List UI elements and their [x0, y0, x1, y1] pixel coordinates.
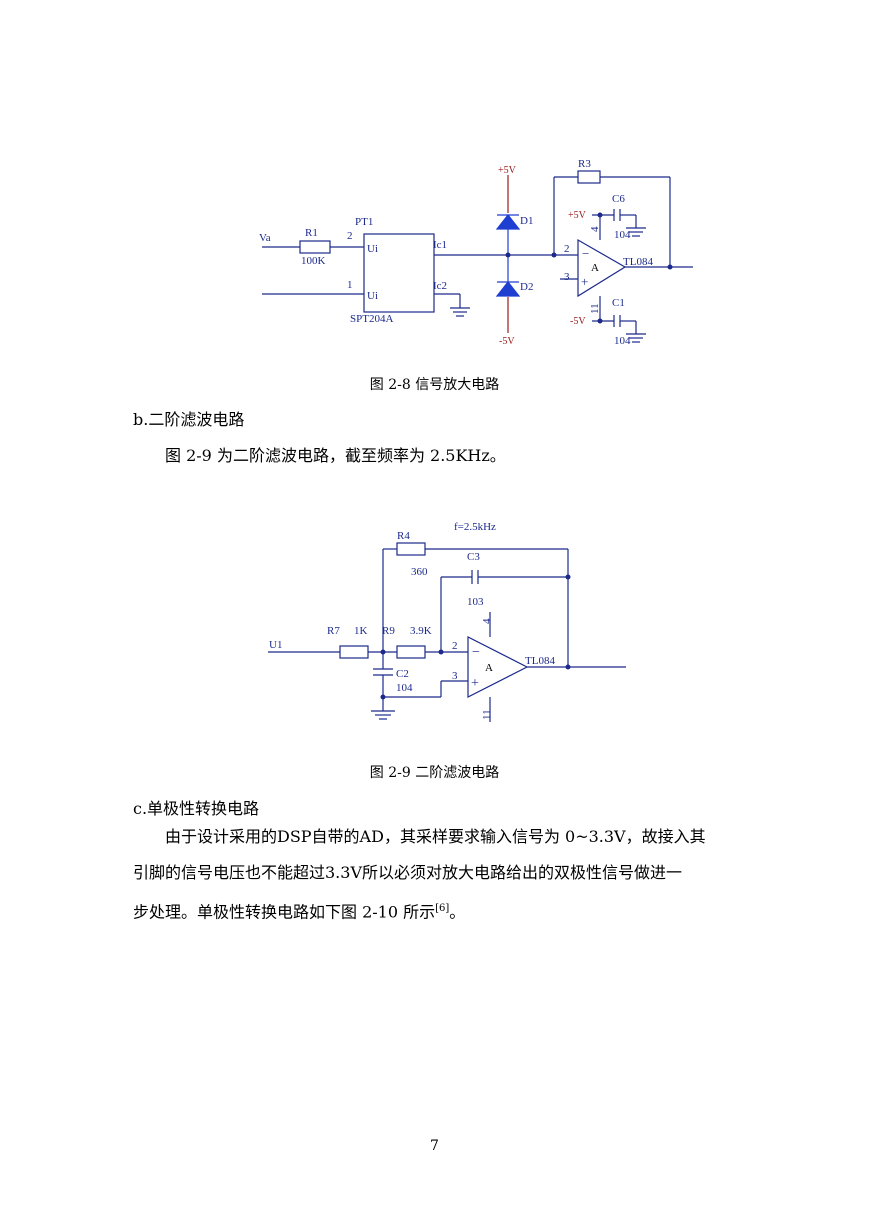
label-d2: D2	[520, 281, 533, 293]
chip-spt204a	[363, 233, 435, 313]
label-op-pin2: 2	[564, 243, 570, 255]
resistor-r7	[339, 645, 369, 659]
figure-2-8-caption: 图 2-8 信号放大电路	[369, 377, 500, 393]
section-c-line-3: 步处理。单极性转换电路如下图 2-10 所示[6]。	[133, 893, 465, 928]
label-op-minus: −	[472, 645, 480, 660]
section-c-line-2: 引脚的信号电压也不能超过3.3V所以必须对放大电路给出的双极性信号做进一	[133, 863, 683, 882]
diode-d1	[495, 214, 521, 255]
label-r1: R1	[305, 227, 318, 239]
label-c2: C2	[396, 668, 409, 680]
label-r3: R3	[578, 158, 591, 170]
label-c3-val: 103	[467, 596, 484, 608]
citation-ref[interactable]: [6]	[435, 903, 450, 914]
label-d1: D1	[520, 215, 533, 227]
label-op-pin11: 11	[589, 303, 601, 314]
label-pin2: 2	[347, 230, 353, 242]
label-c6: C6	[612, 193, 625, 205]
label-op-pin4: 4	[589, 226, 601, 232]
label-chip: SPT204A	[350, 313, 393, 325]
opamp-tl084-1	[577, 238, 627, 298]
label-r7: R7	[327, 625, 340, 637]
label-minus5v: -5V	[499, 336, 515, 347]
label-ui-bottom: Ui	[367, 290, 378, 302]
label-op-name: TL084	[623, 256, 653, 268]
label-c3: C3	[467, 551, 480, 563]
label-op-pin3: 3	[452, 670, 458, 682]
label-op-minus5v: -5V	[570, 316, 586, 327]
section-b-text: 图 2-9 为二阶滤波电路，截至频率为 2.5KHz。	[165, 446, 506, 465]
page-number: 7	[430, 1138, 439, 1154]
label-u1: U1	[269, 639, 282, 651]
label-pt1: PT1	[355, 216, 373, 228]
label-r9: R9	[382, 625, 395, 637]
label-op-minus: −	[582, 246, 589, 261]
figure-2-8-circuit: Va R1 100K PT1 2 1 Ui Ui Ic1 Ic2 SPT204A…	[259, 158, 693, 347]
label-op-pin4: 4	[481, 618, 493, 624]
label-plus5v: +5V	[498, 165, 517, 176]
label-freq: f=2.5kHz	[454, 521, 496, 533]
label-op-a: A	[485, 662, 493, 674]
section-b-heading: b.二阶滤波电路	[133, 410, 245, 429]
label-r4: R4	[397, 530, 410, 542]
label-r4-val: 360	[411, 566, 428, 578]
section-c-line-3-end: 。	[449, 902, 466, 922]
label-op-pin2: 2	[452, 640, 458, 652]
label-c1-val: 104	[614, 335, 631, 347]
label-r1-val: 100K	[301, 255, 326, 267]
resistor-r4	[396, 542, 426, 556]
label-ic2: Ic2	[433, 280, 447, 292]
section-c-heading: c.单极性转换电路	[133, 799, 260, 818]
label-op-plus: +	[471, 676, 479, 691]
label-c6-val: 104	[614, 229, 631, 241]
label-op-pin11: 11	[481, 709, 493, 720]
label-pin1: 1	[347, 279, 353, 291]
label-va: Va	[259, 232, 271, 244]
label-c1: C1	[612, 297, 625, 309]
figure-2-9-caption: 图 2-9 二阶滤波电路	[369, 765, 500, 781]
label-r9-val: 3.9K	[410, 625, 432, 637]
resistor-r9	[396, 645, 426, 659]
label-op-name: TL084	[525, 655, 555, 667]
label-c2-val: 104	[396, 682, 413, 694]
figure-2-9-circuit: f=2.5kHz R4 360 C3 103 R7 1K R9 3.9K U1 …	[268, 521, 626, 722]
label-op-pin3: 3	[564, 271, 570, 283]
opamp-tl084-2	[467, 636, 529, 698]
section-c-line-1: 由于设计采用的DSP自带的AD，其采样要求输入信号为 0~3.3V，故接入其	[165, 827, 706, 846]
label-op-a: A	[591, 262, 599, 274]
label-ic1: Ic1	[433, 239, 447, 251]
diode-d2	[495, 255, 521, 297]
section-c-line-3-text: 步处理。单极性转换电路如下图 2-10 所示	[133, 902, 436, 922]
label-r7-val: 1K	[354, 625, 368, 637]
label-op-plus5v: +5V	[568, 210, 587, 221]
label-op-plus: +	[581, 274, 588, 289]
label-ui-top: Ui	[367, 243, 378, 255]
